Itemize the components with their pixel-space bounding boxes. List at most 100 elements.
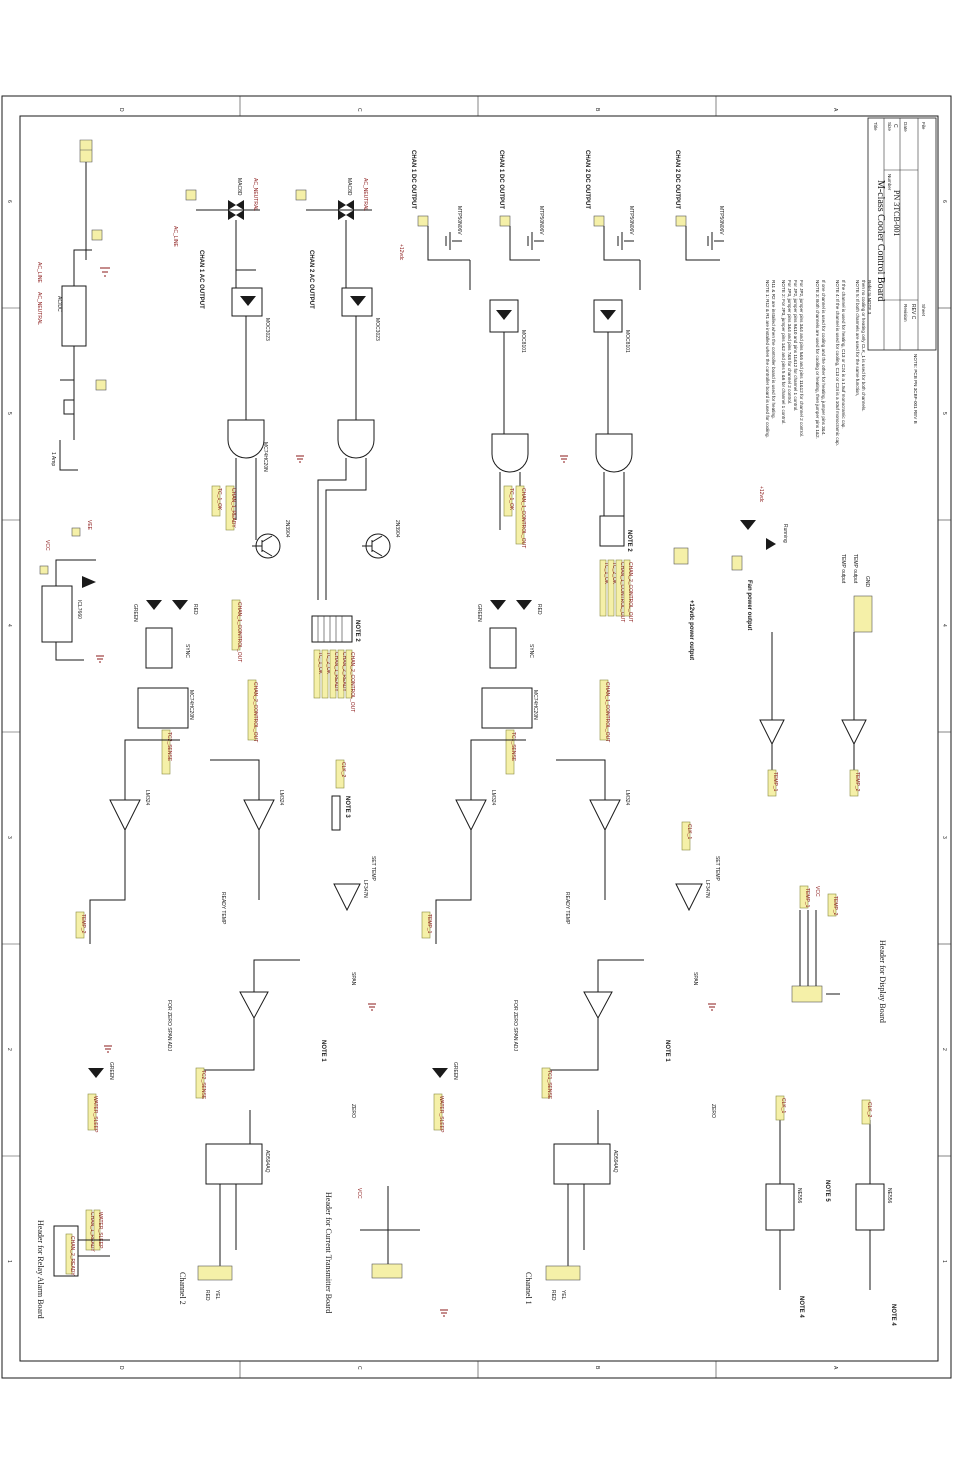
zone-letter-a-top: A (832, 108, 838, 112)
tag-chan2-control-analog: CHAN_2_CONTROL_OUT (252, 682, 258, 742)
ac-out1-line-tag: AC_LINE (172, 226, 178, 248)
zone-letter-c-top: C (356, 108, 362, 112)
zone-letter-d-bottom: D (118, 1366, 124, 1370)
tag-temp1-analog: TEMP_1 (426, 914, 432, 934)
u7d-part: LM324 (490, 790, 496, 806)
tag-clk2: CLK_2 (340, 762, 346, 778)
opamp-u8a (239, 991, 269, 1020)
mosfet-q8 (707, 232, 724, 250)
temp-output-1-label: TEMP output (840, 554, 846, 584)
drawing-frame (1, 95, 952, 1379)
nand-gate-u5b (337, 419, 375, 459)
chan2-dc-label-a: CHAN 2 DC OUTPUT (584, 150, 590, 209)
running-led-label: Running (782, 524, 788, 543)
zero-label-1: ZERO (710, 1104, 716, 1118)
zone-letter-a-bottom: A (832, 1366, 838, 1370)
note-line-9: NOTE 4: If the channel is used for cooli… (835, 280, 840, 446)
note-line-13: Refer to NOTE 3 (867, 280, 872, 315)
ac-line-tag: AC_LINE (36, 262, 42, 284)
tag-tc2-sense-b: TC2_SENSE (200, 1070, 206, 1100)
u5-right-part: MC74HC20N (532, 690, 538, 720)
red-led-left: RED (192, 604, 198, 615)
zone-number-6: 6 (6, 200, 12, 203)
tag-tc2-ok-jp3: TC_2_OK (611, 562, 617, 585)
vcc-tag-ctx: VCC (356, 1188, 362, 1199)
triac-q6-part: MAC8D (346, 178, 352, 196)
ic-u5-right (481, 687, 533, 729)
channel-2-label: Channel 2 (178, 1272, 187, 1305)
span-label-2: SPAN (350, 972, 356, 986)
size-value: C (892, 124, 898, 128)
opamp-u3a (841, 719, 867, 746)
ac-output-channel-1: AC_LINE MAC8D AC_NEUTRAL CHAN 1 AC OUTPU… (172, 178, 290, 662)
p12v-tag-fan: +12vdc (758, 486, 764, 503)
ground-symbols (96, 455, 716, 1317)
ac-neutral-tag-2: AC_NEUTRAL (362, 178, 368, 211)
green-led-left: GREEN (132, 604, 138, 622)
tag-temp1-display: TEMP_1 (804, 888, 810, 908)
opamp-u8d (583, 991, 613, 1020)
note4-marker-b: NOTE 4 (890, 1304, 896, 1326)
u6-part: ICL7660 (76, 600, 82, 619)
tag-tc1-ok-b: TC_1_OK (317, 652, 323, 675)
triac-q6 (338, 200, 354, 220)
mosfet-q7 (527, 232, 544, 250)
tag-chan1-ready-b: CHAN_1_READY (333, 652, 339, 692)
opamp-u7a (109, 799, 141, 832)
vee-tag-u6: VEE (86, 520, 92, 531)
zero-span-label-1: FOR ZERO SPAN ADJ (512, 1000, 518, 1052)
note-line-3: NOTE 2: For JP3, jumper pins 1&2 and pin… (781, 280, 786, 425)
tag-chan2-control: CHAN_2_CONTROL_OUT (349, 652, 355, 712)
timer-u14b: NE556 CLK_2 NOTE 4 (855, 1099, 896, 1326)
zone-number-5-right: 5 (941, 412, 947, 415)
note5-marker: NOTE 5 (824, 1180, 830, 1202)
ad594-ch2: AD594AQ (264, 1150, 270, 1173)
tag-tc2-ok-b: TC_2_OK (325, 652, 331, 675)
zone-number-6-right: 6 (941, 200, 947, 203)
voltage-inverter-u6: ICL7660 VCC VEE (39, 520, 96, 661)
mosfet-q2 (617, 232, 634, 250)
current-tx-header-label: Header for Current Transmitter Board (324, 1192, 333, 1313)
note-line-10: If the channel is used for heating, C13 … (841, 280, 846, 429)
number-label: Number (887, 174, 892, 191)
zone-letter-c-bottom: C (356, 1366, 362, 1370)
sheet-label: Sheet (921, 304, 926, 317)
title-label: Title (873, 122, 878, 131)
note-line-2: R11 & R2 are installed when the controll… (771, 280, 776, 419)
note-line-11: NOTE 5: If both channels are used for th… (855, 280, 860, 396)
tag-relay-chan1-ready: CHAN_1_READY (89, 1212, 95, 1252)
note-line-6: For JP2, jumper pins 3&4 and pins 5&6 an… (799, 280, 804, 437)
pcb-note: NOTE: PCB PN 3CBF-001 REV B (913, 354, 918, 424)
tag-temp1-out: TEMP_1 (772, 772, 778, 792)
opto4-part: MOC3023 (374, 318, 380, 341)
temp-output-section: TEMP output TEMP output GND TEMP_1 TEMP_… (759, 554, 873, 797)
tag-temp2-out: TEMP_2 (854, 772, 860, 792)
file-label: File (921, 122, 926, 130)
revision-value: REV C (910, 304, 916, 320)
chan1-dc-label-b: CHAN 1 DC OUTPUT (498, 150, 504, 209)
tag-chan1-control-analog: CHAN_1_CONTROL_OUT (604, 682, 610, 742)
lf347-right: LF347N (704, 880, 710, 898)
u14a-part: NE556 (796, 1188, 802, 1204)
opto2-part: MOC8101 (624, 330, 630, 353)
note4-marker-a: NOTE 4 (798, 1296, 804, 1318)
u5-left-part: MC74HC20N (188, 690, 194, 720)
u7a-part: LM324 (144, 790, 150, 806)
board-title: M-class Cooler Control Board (875, 180, 886, 301)
fan-output-section: +12vdc power output Fan power output Run… (673, 486, 788, 660)
chan1-dc-label-a: CHAN 1 DC OUTPUT (410, 150, 416, 209)
yel-wire-ch2: YEL (214, 1290, 220, 1300)
ready-temp-label-2: READY TEMP (220, 892, 226, 925)
jumper-jp2 (311, 615, 353, 643)
ad594-ch1: AD594AQ (612, 1150, 618, 1173)
jumper-jp3 (599, 515, 625, 547)
zone-number-3: 3 (6, 836, 12, 839)
red-wire-ch1: RED (550, 1290, 556, 1301)
tag-tc1-sense: TC1_SENSE (510, 732, 516, 762)
thermocouple-amp-u2 (205, 1143, 263, 1185)
tag-tc1-ok: TC_1_OK (216, 488, 222, 511)
tag-clk1-timer: CLK_1 (780, 1098, 786, 1114)
note1-marker-a: NOTE 1 (320, 1040, 326, 1062)
red-wire-ch2: RED (204, 1290, 210, 1301)
zone-letter-b-bottom: B (594, 1366, 600, 1370)
